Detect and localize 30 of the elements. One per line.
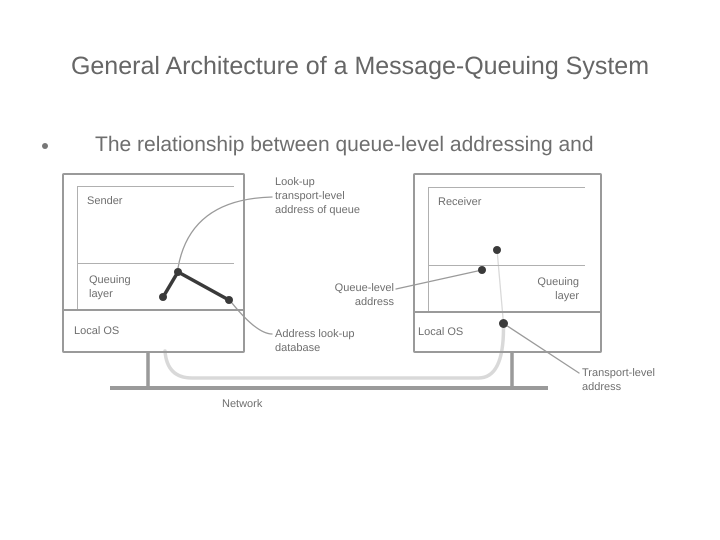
connector-line bbox=[180, 272, 228, 300]
bullet-text: The relationship between queue-level addressing and bbox=[95, 132, 594, 158]
network-bar bbox=[110, 386, 548, 390]
stem-line bbox=[510, 351, 514, 388]
machine-box bbox=[62, 173, 245, 353]
machine-box bbox=[413, 173, 602, 353]
layer-label: Local OS bbox=[74, 324, 120, 338]
leader-line bbox=[231, 302, 273, 335]
stem-line bbox=[146, 351, 150, 388]
callout-text: Address look-up database bbox=[275, 327, 381, 355]
application-panel bbox=[428, 187, 585, 265]
layer-label: Queuing layer bbox=[89, 273, 132, 301]
connector-line bbox=[163, 274, 178, 296]
slide-title: General Architecture of a Message-Queuing System bbox=[70, 51, 650, 81]
application-panel bbox=[77, 186, 234, 263]
callout-text: Queue-level address bbox=[316, 281, 394, 309]
layer-label: Sender bbox=[87, 194, 124, 208]
leader-line bbox=[395, 270, 479, 290]
leader-line bbox=[506, 325, 580, 374]
connector-line bbox=[496, 253, 504, 320]
network-label: Network bbox=[222, 397, 262, 411]
layer-label: Receiver bbox=[438, 195, 482, 209]
callout-text: Look-up transport-level address of queue bbox=[275, 175, 362, 217]
leader-line bbox=[177, 196, 273, 269]
callout-text: Transport-level address bbox=[582, 366, 674, 394]
layer-label: Local OS bbox=[418, 325, 464, 339]
connector-line bbox=[163, 326, 506, 380]
layer-label: Queuing layer bbox=[536, 275, 579, 303]
queuing-layer-panel bbox=[428, 265, 585, 311]
queuing-layer-panel bbox=[77, 263, 234, 309]
